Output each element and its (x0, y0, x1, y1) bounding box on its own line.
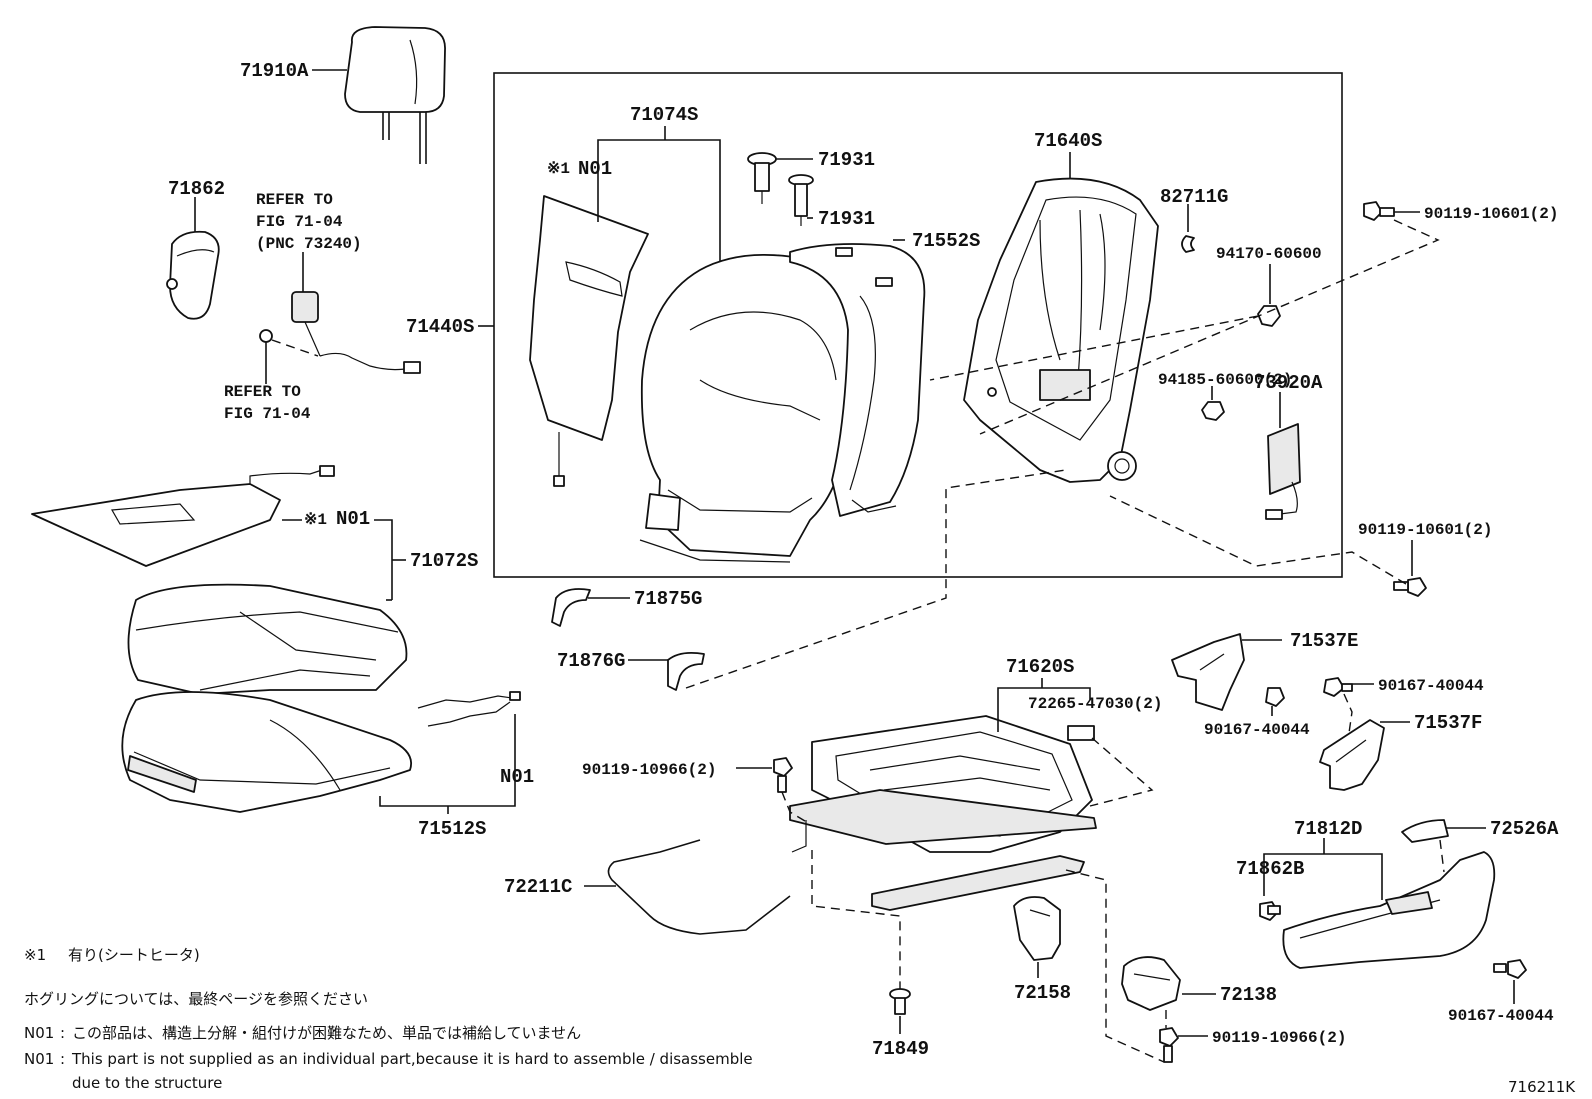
cover-72138[interactable] (1121, 956, 1181, 1011)
screw-90167-40044-c[interactable] (1493, 959, 1527, 979)
bolt-90119-10966-lower[interactable] (1159, 1027, 1179, 1063)
label-72265-47030: 72265-47030(2) (1028, 695, 1162, 713)
label-71931-b: 71931 (818, 208, 875, 230)
label-71640S: 71640S (1034, 130, 1102, 152)
label-71440S: 71440S (406, 316, 474, 338)
wire-72211C[interactable] (607, 839, 791, 935)
cover-71876G[interactable] (667, 651, 705, 691)
bolt-90119-10601-mid[interactable] (1393, 577, 1427, 597)
note4-line1: This part is not supplied as an individu… (71, 1050, 753, 1068)
seatback-cover[interactable] (639, 254, 851, 563)
clip-71862B[interactable] (1259, 901, 1281, 921)
cover-71537F[interactable] (1319, 719, 1385, 791)
label-71512S: 71512S (418, 818, 486, 840)
seatback-pad-71552S[interactable] (789, 243, 926, 517)
headrest-support-71931-a[interactable] (747, 152, 777, 204)
label-71537E: 71537E (1290, 630, 1358, 652)
label-72526A: 72526A (1490, 818, 1559, 840)
clip-82711G[interactable] (1181, 235, 1195, 253)
note1-mark: ※1 (24, 946, 46, 964)
n01-cushion-label: N01 (336, 508, 370, 530)
pin-71849[interactable] (889, 988, 911, 1015)
label-90167-40044-c: 90167-40044 (1448, 1007, 1554, 1025)
refer-fig-b-line1: REFER TO (224, 383, 301, 401)
note4-code: N01 (24, 1050, 54, 1068)
label-90119-10966-upper: 90119-10966(2) (582, 761, 716, 779)
headrest-71910A[interactable] (344, 26, 446, 164)
n01-pad-label: N01 (500, 766, 534, 788)
label-90167-40044-a: 90167-40044 (1204, 721, 1310, 739)
note4-colon: : (60, 1050, 65, 1068)
label-71074S: 71074S (630, 104, 698, 126)
note3-text: この部品は、構造上分解・組付けが困難なため、単品では補給していません (72, 1024, 581, 1042)
knob-72526A[interactable] (1401, 819, 1449, 843)
label-71862: 71862 (168, 178, 225, 200)
seatback-frame-71640S[interactable] (963, 177, 1159, 483)
label-82711G: 82711G (1160, 186, 1228, 208)
note3-colon: : (60, 1024, 65, 1042)
label-90119-10601-mid: 90119-10601(2) (1358, 521, 1492, 539)
label-71876G: 71876G (557, 650, 625, 672)
label-94170-60600: 94170-60600 (1216, 245, 1322, 263)
label-71537F: 71537F (1414, 712, 1482, 734)
label-72211C: 72211C (504, 876, 572, 898)
screw-90167-40044-b[interactable] (1323, 677, 1353, 697)
bolt-90119-10601-top[interactable] (1363, 201, 1395, 221)
label-71875G: 71875G (634, 588, 702, 610)
label-71849: 71849 (872, 1038, 929, 1060)
label-71072S: 71072S (410, 550, 478, 572)
note4-line2: due to the structure (72, 1074, 222, 1092)
cover-71875G[interactable] (551, 588, 591, 627)
label-90119-10966-lower: 90119-10966(2) (1212, 1029, 1346, 1047)
cushion-pad-71512S[interactable] (121, 691, 412, 813)
nut-94170-60600[interactable] (1257, 305, 1281, 327)
label-71552S: 71552S (912, 230, 980, 252)
shield-71812D[interactable] (1282, 851, 1496, 969)
refer-fig-b-line2: FIG 71-04 (224, 405, 311, 423)
pad-harness-N01[interactable] (417, 691, 521, 727)
note2-text: ホグリングについては、最終ページを参照ください (24, 990, 368, 1008)
seat-adjuster-71620S[interactable] (789, 715, 1097, 911)
cushion-cover[interactable] (127, 583, 408, 695)
label-71812D: 71812D (1294, 818, 1362, 840)
figure-id: 716211K (1508, 1078, 1576, 1096)
cushion-heater-N01[interactable] (31, 465, 335, 567)
seatbelt-buckle[interactable] (259, 291, 421, 374)
bolt-90119-10966-upper[interactable] (773, 757, 793, 793)
label-90119-10601-top: 90119-10601(2) (1424, 205, 1558, 223)
note1-text: 有り(シートヒータ) (68, 946, 200, 964)
label-71862B: 71862B (1236, 858, 1304, 880)
label-72138: 72138 (1220, 984, 1277, 1006)
nut-94185-60600[interactable] (1201, 401, 1225, 421)
note3-code: N01 (24, 1024, 54, 1042)
label-72158: 72158 (1014, 982, 1071, 1004)
cover-72158[interactable] (1013, 896, 1061, 961)
label-94185-60600: 94185-60600(2) (1158, 371, 1292, 389)
cover-71537E[interactable] (1171, 633, 1245, 711)
screw-90167-40044-a[interactable] (1265, 687, 1285, 707)
refer-fig-line2: FIG 71-04 (256, 213, 343, 231)
label-71620S: 71620S (1006, 656, 1074, 678)
seatback-heater-N01[interactable] (529, 195, 649, 487)
bezel-71862[interactable] (166, 230, 220, 320)
n01-back-label: N01 (578, 158, 612, 180)
seatback-group-frame (493, 72, 1343, 578)
label-71931-a: 71931 (818, 149, 875, 171)
refer-fig-line1: REFER TO (256, 191, 333, 209)
label-73920A: 73920A (1254, 372, 1323, 394)
label-71910A: 71910A (240, 60, 309, 82)
n01-back-mark: ※1 (547, 160, 570, 178)
headrest-support-71931-b[interactable] (788, 174, 814, 226)
refer-fig-line3: (PNC 73240) (256, 235, 362, 253)
label-90167-40044-b: 90167-40044 (1378, 677, 1484, 695)
n01-cushion-mark: ※1 (304, 511, 327, 529)
side-airbag-73920A[interactable] (1265, 423, 1301, 520)
